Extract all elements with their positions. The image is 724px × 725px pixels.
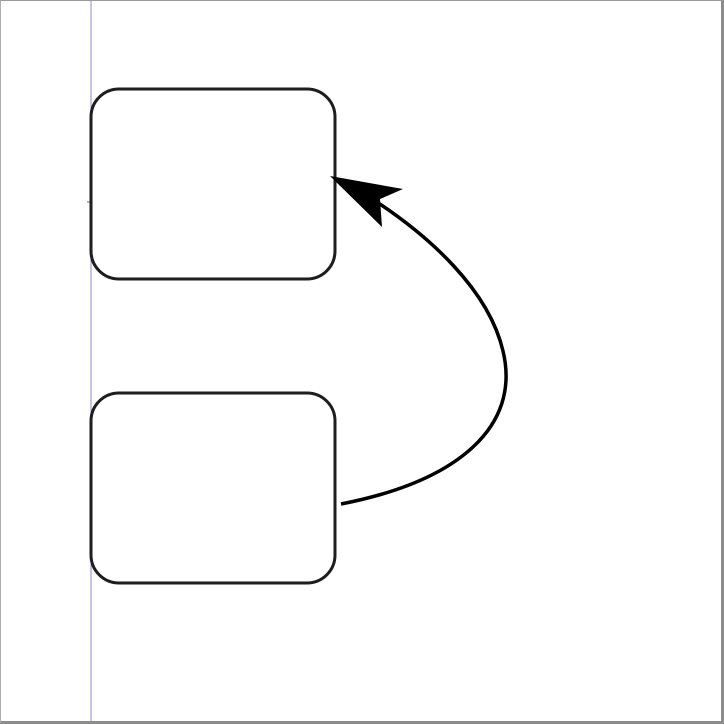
curved-connector-path[interactable] [340,193,508,506]
top-node-shape[interactable] [89,87,337,281]
bottom-node-shape[interactable] [89,391,337,585]
curved-connector[interactable] [330,176,508,506]
top-node[interactable] [89,87,337,281]
bottom-node[interactable] [89,391,337,585]
connector-arrowhead [330,176,403,227]
